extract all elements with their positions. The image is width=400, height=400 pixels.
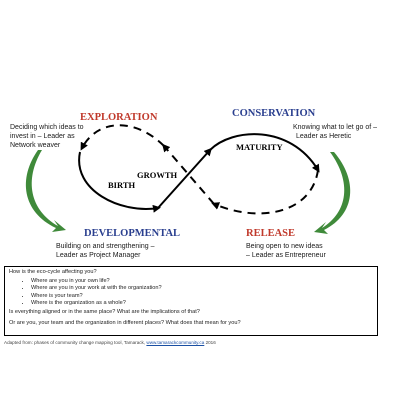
question-item: Where are you in your work at with the o… xyxy=(31,285,373,293)
question-different-places: Or are you, your team and the organizati… xyxy=(9,319,241,326)
stage-growth: GROWTH xyxy=(137,170,178,180)
front-loop-right xyxy=(209,133,320,173)
desc-conservation: Knowing what to let go of – Leader as He… xyxy=(293,124,379,140)
green-arrow-left-icon xyxy=(25,150,66,232)
back-loop-right xyxy=(211,169,319,215)
source-text: Adapted from: phases of community change… xyxy=(4,340,146,345)
desc-release: Being open to new ideas – Leader as Entr… xyxy=(246,243,326,259)
front-loop-diagonal xyxy=(157,147,213,209)
stage-birth: BIRTH xyxy=(108,180,135,190)
back-loop-diagonal xyxy=(162,143,215,205)
question-box: How is the eco-cycle affecting you? Wher… xyxy=(4,266,378,336)
question-alignment: Is everything aligned or in the same pla… xyxy=(9,308,200,315)
source-citation: Adapted from: phases of community change… xyxy=(4,340,216,345)
desc-developmental: Building on and strengthening – Leader a… xyxy=(56,243,156,259)
question-item: Where is the organization as a whole? xyxy=(31,300,373,308)
front-loop-left xyxy=(78,151,161,213)
phase-release: RELEASE xyxy=(246,228,295,239)
question-heading: How is the eco-cycle affecting you? xyxy=(9,269,97,275)
question-item: Where are you in your own life? xyxy=(31,278,373,286)
source-link[interactable]: www.tamarackcommunity.ca xyxy=(146,340,205,345)
desc-exploration: Deciding which ideas to invest in – Lead… xyxy=(10,124,86,149)
green-arrow-right-icon xyxy=(314,152,351,234)
phase-developmental: DEVELOPMENTAL xyxy=(84,228,180,239)
phase-exploration: EXPLORATION xyxy=(80,112,158,123)
back-loop-left xyxy=(80,124,165,151)
question-list: Where are you in your own life? Where ar… xyxy=(9,278,373,308)
question-item: Where is your team? xyxy=(31,293,373,301)
source-year: 2016 xyxy=(205,340,216,345)
phase-conservation: CONSERVATION xyxy=(232,108,316,119)
stage-maturity: MATURITY xyxy=(236,142,283,152)
